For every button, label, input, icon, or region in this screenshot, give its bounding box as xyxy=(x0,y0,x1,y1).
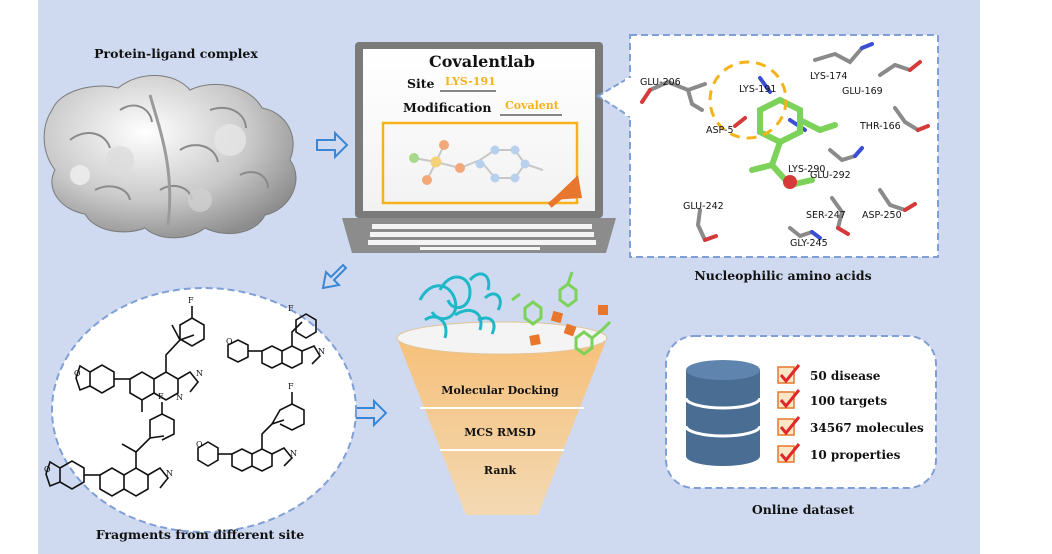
protein-complex-label: Protein-ligand complex xyxy=(94,46,258,61)
fragments-label: Fragments from different site xyxy=(96,527,304,542)
lys191-highlight-circle xyxy=(708,60,788,140)
protein-surface-image xyxy=(43,75,297,239)
svg-text:LYS-174: LYS-174 xyxy=(810,71,847,82)
residue-labels: GLU-206 LYS-191 LYS-174 GLU-169 ASP-5 TH… xyxy=(640,71,902,249)
dataset-item-properties: 10 properties xyxy=(810,448,901,462)
funnel-step-docking: Molecular Docking xyxy=(441,384,559,397)
fragments-ellipse xyxy=(51,287,357,533)
check-icon xyxy=(779,416,801,436)
svg-text:ASP-5: ASP-5 xyxy=(706,125,734,136)
dataset-item-targets: 100 targets xyxy=(810,394,887,408)
arrow-down-left-icon xyxy=(321,263,348,290)
funnel-step-rank: Rank xyxy=(484,464,517,477)
modification-value: Covalent xyxy=(505,99,560,112)
svg-text:ASP-250: ASP-250 xyxy=(862,210,902,221)
svg-text:N: N xyxy=(176,393,183,402)
nucleophilic-label: Nucleophilic amino acids xyxy=(694,268,871,283)
svg-text:O: O xyxy=(74,369,81,378)
svg-text:GLU-169: GLU-169 xyxy=(842,86,883,97)
dataset-item-molecules: 34567 molecules xyxy=(810,421,924,435)
laptop-title: Covalentlab xyxy=(429,52,535,71)
svg-text:GLU-242: GLU-242 xyxy=(683,201,724,212)
fragment-ligands xyxy=(511,271,612,356)
svg-text:GLU-206: GLU-206 xyxy=(640,77,681,88)
dataset-checklist xyxy=(777,364,801,463)
svg-text:F: F xyxy=(288,304,294,313)
svg-text:N: N xyxy=(290,449,297,458)
online-dataset-label: Online dataset xyxy=(752,502,855,517)
funnel-step-mcs: MCS RMSD xyxy=(464,426,536,439)
svg-text:GLU-292: GLU-292 xyxy=(810,170,851,181)
svg-text:LYS-290: LYS-290 xyxy=(788,164,825,175)
svg-text:O: O xyxy=(44,465,51,474)
site-label: Site xyxy=(407,76,435,91)
svg-text:N: N xyxy=(196,369,203,378)
svg-text:F: F xyxy=(288,382,294,391)
check-icon xyxy=(779,443,801,463)
site-value: LYS-191 xyxy=(445,75,496,88)
svg-text:F: F xyxy=(158,392,164,401)
modification-label: Modification xyxy=(403,100,491,115)
svg-text:N: N xyxy=(166,469,173,478)
cursor-icon xyxy=(547,175,582,208)
warhead-molecule xyxy=(409,140,544,185)
svg-text:N: N xyxy=(318,347,325,356)
svg-text:SER-247: SER-247 xyxy=(806,210,846,221)
svg-text:O: O xyxy=(196,440,203,449)
fragment-atom-labels: F F F F O O O O N N N N N xyxy=(44,296,325,478)
arrow-right-icon-2 xyxy=(355,398,388,428)
arrow-right-icon xyxy=(316,130,349,160)
screening-funnel xyxy=(396,321,608,515)
check-icon xyxy=(779,364,801,384)
svg-text:F: F xyxy=(188,296,194,305)
dataset-item-disease: 50 disease xyxy=(810,369,881,383)
residue-sticks xyxy=(640,42,930,242)
svg-text:GLY-245: GLY-245 xyxy=(790,238,828,249)
fragment-structures xyxy=(45,306,322,497)
check-icon xyxy=(779,389,801,409)
svg-text:O: O xyxy=(226,337,233,346)
ligand-oxygen xyxy=(783,175,797,189)
svg-text:LYS-191: LYS-191 xyxy=(739,84,776,95)
callout-pointer xyxy=(596,74,633,120)
protein-cartoon xyxy=(418,272,502,339)
database-icon xyxy=(684,360,762,466)
molecule-box xyxy=(381,121,579,205)
ligand-green xyxy=(749,96,838,189)
laptop-illustration xyxy=(342,42,616,253)
svg-text:THR-166: THR-166 xyxy=(859,121,901,132)
